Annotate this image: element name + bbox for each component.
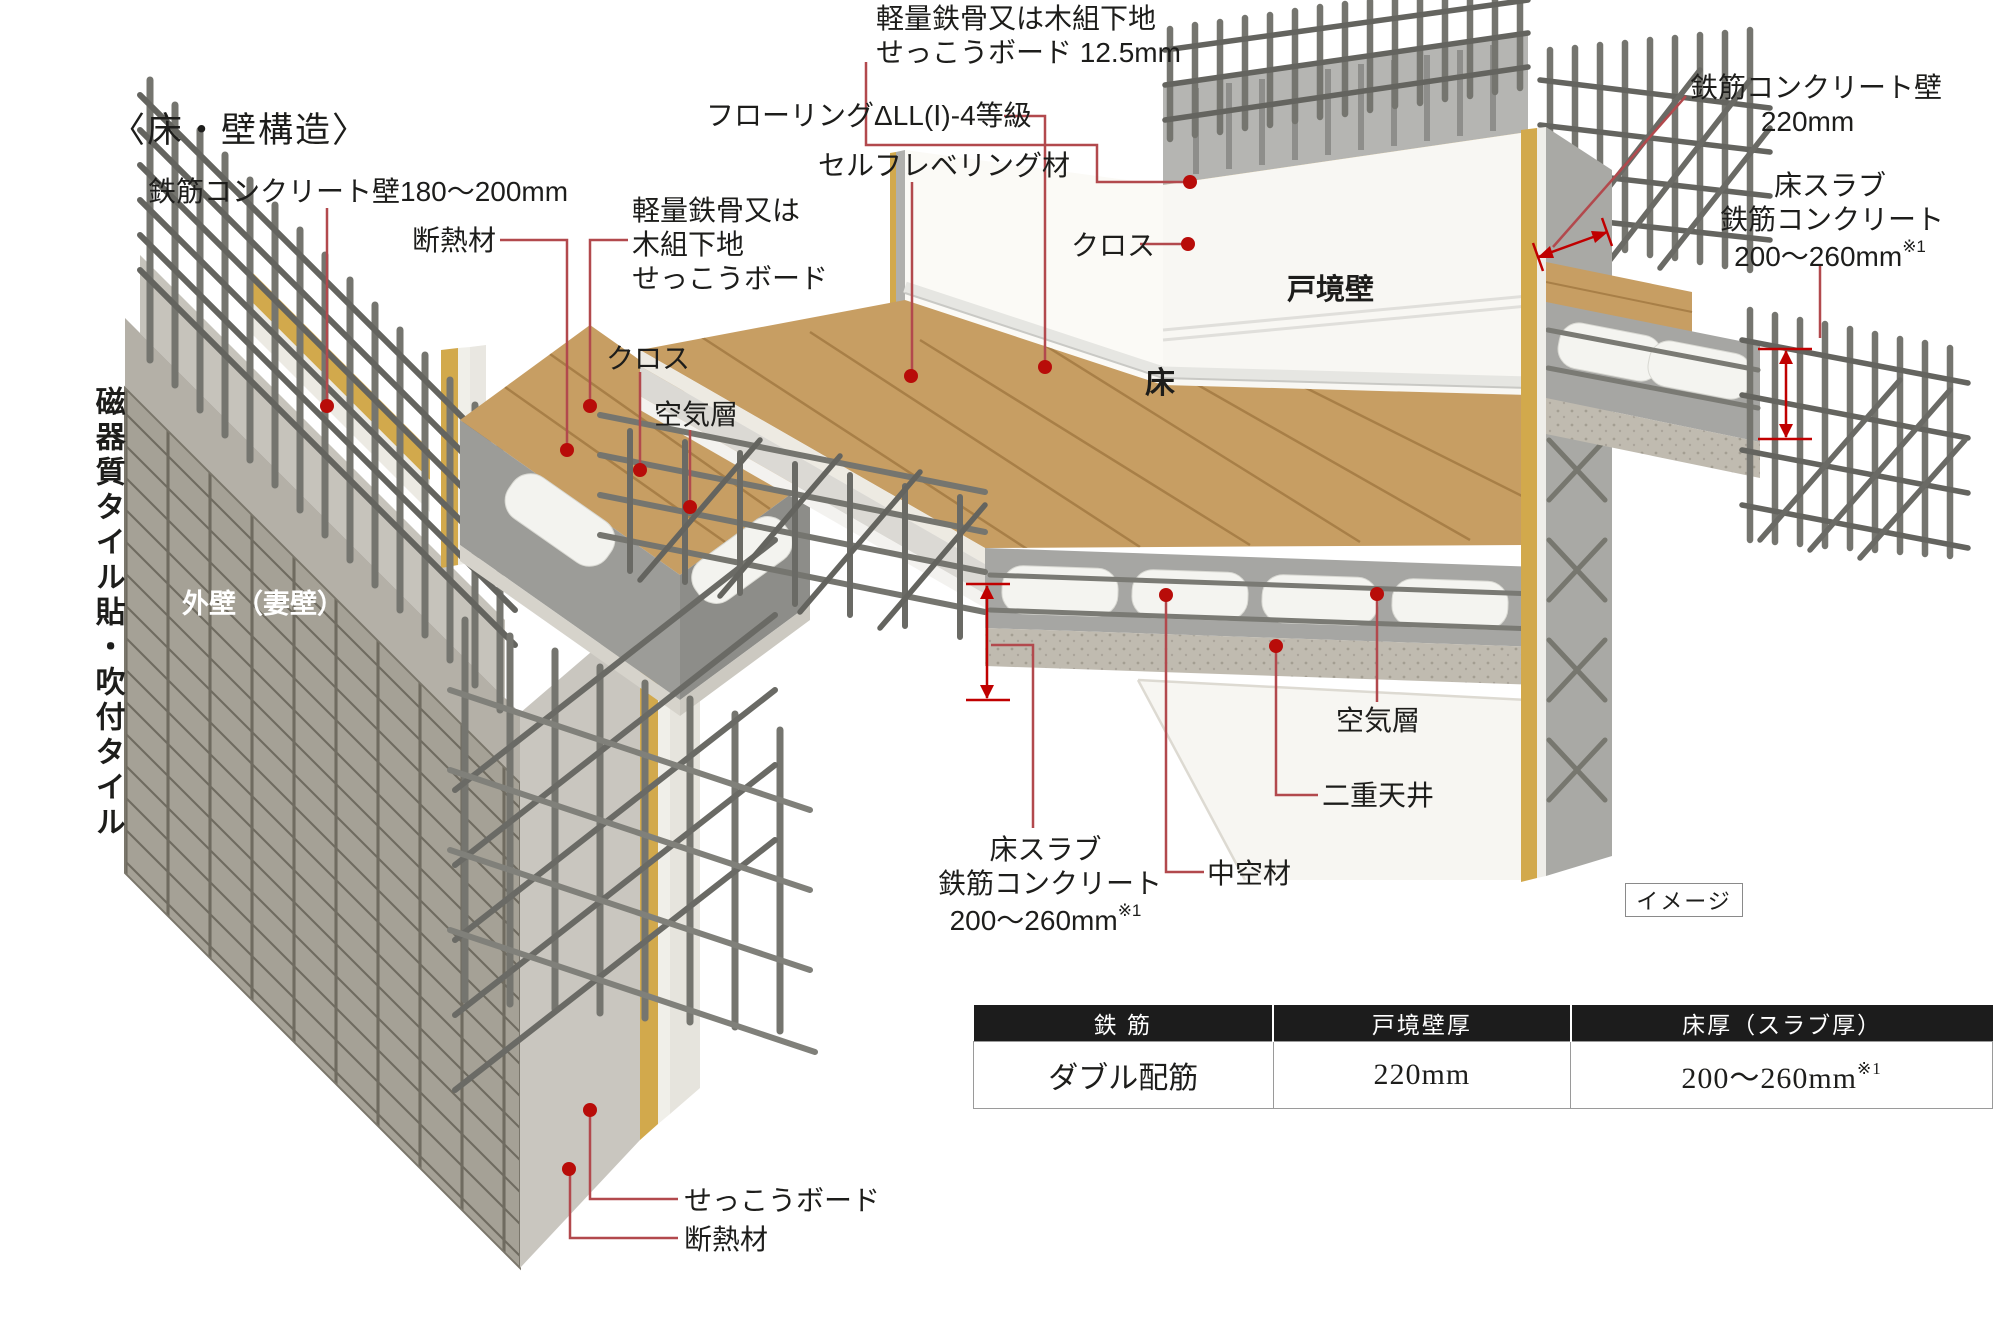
leader-slab-center [991, 643, 1035, 828]
side-wall-face [905, 150, 1163, 385]
label-cloth-middle: クロス [1071, 230, 1156, 261]
party-wall-face [1163, 132, 1528, 395]
double-ceiling-panel [1138, 680, 1528, 880]
spec-table-data-row: ダブル配筋 220mm 200〜260mm※1 [973, 1041, 1993, 1109]
rebar-wing-top-right-h [1537, 77, 1773, 243]
plank-lines-middle [699, 330, 1528, 548]
label-insulation-top: 断熱材 [412, 225, 497, 256]
label-cloth-left: クロス [606, 343, 691, 374]
label-slab-right: 床スラブ 鉄筋コンクリート 200〜260mm※1 [1720, 170, 1945, 273]
leader-board-bottom [588, 1112, 678, 1201]
label-double-ceiling: 二重天井 [1322, 780, 1435, 811]
lower-wall-rebar-stubs [1546, 437, 1608, 803]
rebar-horizontal-core [1162, 0, 1531, 123]
side-wall-end-insulation [890, 152, 896, 311]
ceiling-board-strip-left [460, 545, 680, 716]
rebar-wing-right-h [1739, 337, 1971, 551]
rebar-wing-left-verticals [627, 428, 963, 640]
leader-double-ceiling [1274, 649, 1318, 797]
image-note-box: イメージ [1625, 883, 1743, 917]
spec-value-floor: 200〜260mm※1 [1570, 1041, 1993, 1109]
label-flooring: フローリングΔLL(Ⅰ)-4等級 [706, 100, 1032, 131]
spec-header-floor: 床厚（スラブ厚） [1569, 1005, 1993, 1042]
leader-insulation-bottom [568, 1171, 678, 1240]
spec-value-wall: 220mm [1272, 1041, 1572, 1109]
leveling-strip-face [640, 366, 985, 594]
baseboards [903, 281, 1529, 388]
rebar-wing-right-d [1757, 377, 1968, 561]
leader-dots [320, 175, 1384, 1176]
slab-rebar-right [1545, 327, 1761, 411]
label-tile-note: 磁器質タイル貼・吹付タイル [90, 386, 124, 841]
rebar-horizontal-lower-left [447, 687, 818, 1055]
middle-diagram-party-wall [597, 0, 1971, 882]
leader-hollow [1164, 598, 1204, 874]
label-leveling: セルフレベリング材 [818, 150, 1071, 181]
label-rc-wall-left: 鉄筋コンクリート壁180〜200mm [148, 176, 569, 207]
party-wall-end-board [1537, 127, 1546, 878]
label-board-left: 軽量鉄骨又は 木組下地 せっこうボード [632, 195, 829, 295]
slab-rebar-middle [987, 572, 1568, 633]
leader-rc220 [1552, 95, 1687, 248]
slab-underside [985, 628, 1570, 686]
page-title: 〈床・壁構造〉 [110, 111, 370, 150]
leader-flooring [1004, 114, 1047, 364]
wood-floor-left [460, 325, 810, 575]
label-air-middle: 空気層 [1336, 705, 1421, 736]
label-air-left: 空気層 [654, 399, 739, 430]
plank-line-right [1545, 281, 1693, 313]
label-board125: 軽量鉄骨又は木組下地 せっこうボード 12.5mm [876, 3, 1181, 69]
spec-header-wall: 戸境壁厚 [1272, 1005, 1571, 1042]
label-rc220: 鉄筋コンクリート壁 220mm [1690, 72, 1943, 138]
leader-board125 [864, 62, 1186, 184]
leader-board-left [588, 238, 628, 404]
spec-header-rebar: 鉄 筋 [973, 1005, 1274, 1042]
spec-table-header-row: 鉄 筋 戸境壁厚 床厚（スラブ厚） [973, 1005, 1993, 1042]
label-outer-wall: 外壁（妻壁） [182, 589, 344, 619]
dimension-arrows [966, 217, 1812, 702]
label-board-bottom: せっこうボード [684, 1185, 881, 1216]
spec-table: 鉄 筋 戸境壁厚 床厚（スラブ厚） ダブル配筋 220mm 200〜260mm※… [973, 1005, 1993, 1109]
ceiling-board-strip-left2 [680, 604, 810, 716]
leader-insulation-top [500, 238, 569, 448]
rebar-diagonal-lower-left [452, 537, 778, 1093]
label-partition-wall: 戸境壁 [1287, 274, 1375, 306]
label-hollow: 中空材 [1207, 858, 1292, 889]
spec-value-rebar: ダブル配筋 [973, 1041, 1274, 1109]
wood-floor-middle [640, 300, 1528, 548]
party-wall-groove [1162, 294, 1529, 342]
wall-inner-cut-face [520, 610, 640, 1268]
slab-underside-right [1546, 398, 1760, 478]
label-insulation-bottom: 断熱材 [684, 1224, 769, 1255]
party-wall-end-insulation [1521, 128, 1537, 882]
double-ceiling-edge [1136, 678, 1529, 881]
label-floor: 床 [1145, 367, 1175, 400]
side-wall-end-strip [896, 150, 905, 306]
left-diagram-exterior-wall [124, 76, 818, 1271]
lower-wall-core-face [1546, 127, 1612, 876]
baseboard-shadow [904, 292, 1529, 389]
label-slab-center: 床スラブ 鉄筋コンクリート 200〜260mm※1 [938, 834, 1163, 937]
leader-lines [325, 62, 1822, 1240]
rebar-wing-left-ties [637, 437, 988, 631]
